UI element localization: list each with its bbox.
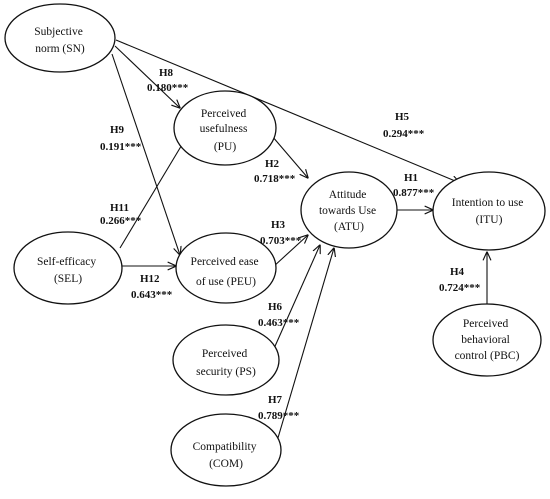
node-intention-to-use: Intention to use (ITU) <box>432 171 546 251</box>
node-pu-line-1: Perceived <box>201 108 247 120</box>
node-peu-line-2: of use (PEU) <box>196 276 256 288</box>
h6-coef: 0.463*** <box>258 317 300 329</box>
svg-text:Compatibility (COM): Compatibility (COM) <box>193 441 260 470</box>
node-pu-line-2: usefulness <box>200 123 248 135</box>
node-subjective-norm: Subjective norm (SN) <box>4 3 116 73</box>
label-h7: H7 0.789*** <box>258 394 300 422</box>
node-sel-line-2: (SEL) <box>54 273 82 285</box>
h1-id: H1 <box>404 172 418 184</box>
label-h5: H5 0.294*** <box>383 111 425 140</box>
h3-id: H3 <box>271 219 286 231</box>
node-pbc-line-3: control (PBC) <box>455 350 520 362</box>
svg-text:Subjective norm (SN): Subjective norm (SN) <box>34 26 85 55</box>
node-compatibility: Compatibility (COM) <box>170 413 282 487</box>
h4-coef: 0.724*** <box>439 282 481 294</box>
node-attitude-towards-use: Attitude towards Use (ATU) <box>300 171 398 249</box>
h1-coef: 0.877*** <box>393 187 435 199</box>
node-ps-line-2: security (PS) <box>196 366 256 378</box>
arrow-ps-to-atu <box>267 245 320 363</box>
label-h1: H1 0.877*** <box>393 172 435 199</box>
arrow-sn-to-pu <box>114 45 180 108</box>
h9-coef: 0.191*** <box>100 141 142 153</box>
node-ps-line-1: Perceived <box>202 348 248 360</box>
arrow-sel-to-pu <box>119 133 189 249</box>
node-peu-line-1: Perceived ease <box>191 256 259 268</box>
svg-text:Attitude towards Use: Attitude towards Use (ATU) <box>319 189 379 233</box>
h3-coef: 0.703*** <box>260 235 302 247</box>
h7-coef: 0.789*** <box>258 410 300 422</box>
label-h2: H2 0.718*** <box>254 158 296 185</box>
h11-id: H11 <box>110 202 129 214</box>
label-h6: H6 0.463*** <box>258 301 300 329</box>
label-h4: H4 0.724*** <box>439 266 481 294</box>
node-atu-line-2: towards Use <box>319 205 376 217</box>
node-sn-line-2: norm (SN) <box>35 43 85 55</box>
node-atu-line-1: Attitude <box>329 189 367 201</box>
h2-coef: 0.718*** <box>254 173 296 185</box>
h4-id: H4 <box>450 266 465 278</box>
h5-coef: 0.294*** <box>383 128 425 140</box>
h5-id: H5 <box>395 111 410 123</box>
node-perceived-behavioral-control: Perceived behavioral control (PBC) <box>432 303 542 377</box>
node-sel-line-1: Self-efficacy <box>37 256 96 268</box>
svg-text:Self-efficacy (SEL): Self-efficacy (SEL) <box>37 256 99 285</box>
node-itu-line-2: (ITU) <box>476 214 503 226</box>
node-perceived-usefulness: Perceived usefulness (PU) <box>173 90 277 166</box>
node-pbc-line-2: behavioral <box>461 334 510 346</box>
node-pu-line-3: (PU) <box>214 141 237 153</box>
svg-text:Perceived ease of use: Perceived ease of use (PEU) <box>191 256 262 288</box>
label-h12: H12 0.643*** <box>131 273 173 301</box>
node-atu-line-3: (ATU) <box>334 221 364 233</box>
h2-id: H2 <box>265 158 280 170</box>
h8-coef: 0.180*** <box>147 82 189 94</box>
node-perceived-ease-of-use: Perceived ease of use (PEU) <box>175 232 277 304</box>
h11-coef: 0.266*** <box>100 215 142 227</box>
label-h3: H3 0.703*** <box>260 219 302 247</box>
h12-coef: 0.643*** <box>131 289 173 301</box>
node-perceived-security: Perceived security (PS) <box>172 324 280 396</box>
label-h11: H11 0.266*** <box>100 202 142 227</box>
arrow-com-to-atu <box>274 248 334 449</box>
node-com-line-1: Compatibility <box>193 441 257 453</box>
node-self-efficacy: Self-efficacy (SEL) <box>13 231 123 305</box>
h9-id: H9 <box>110 124 125 136</box>
svg-text:Perceived security (PS: Perceived security (PS) <box>196 348 256 378</box>
node-itu-line-1: Intention to use <box>452 197 524 209</box>
label-h8: H8 0.180*** <box>147 67 189 94</box>
h12-id: H12 <box>140 273 160 285</box>
svg-text:Perceived behavioral: Perceived behavioral control (PBC) <box>455 318 520 362</box>
node-com-line-2: (COM) <box>209 458 243 470</box>
arrow-sn-to-itu <box>115 39 460 183</box>
h8-id: H8 <box>159 67 174 79</box>
arrow-peu-to-atu <box>272 235 308 268</box>
node-pbc-line-1: Perceived <box>463 318 509 330</box>
h7-id: H7 <box>268 394 283 406</box>
label-h9: H9 0.191*** <box>100 124 142 153</box>
svg-text:Perceived usefulness: Perceived usefulness (PU) <box>200 108 251 153</box>
arrow-sn-to-peu <box>111 53 180 255</box>
h6-id: H6 <box>268 301 283 313</box>
svg-text:Intention to use (ITU): Intention to use (ITU) <box>452 197 526 226</box>
node-sn-line-1: Subjective <box>34 26 83 38</box>
